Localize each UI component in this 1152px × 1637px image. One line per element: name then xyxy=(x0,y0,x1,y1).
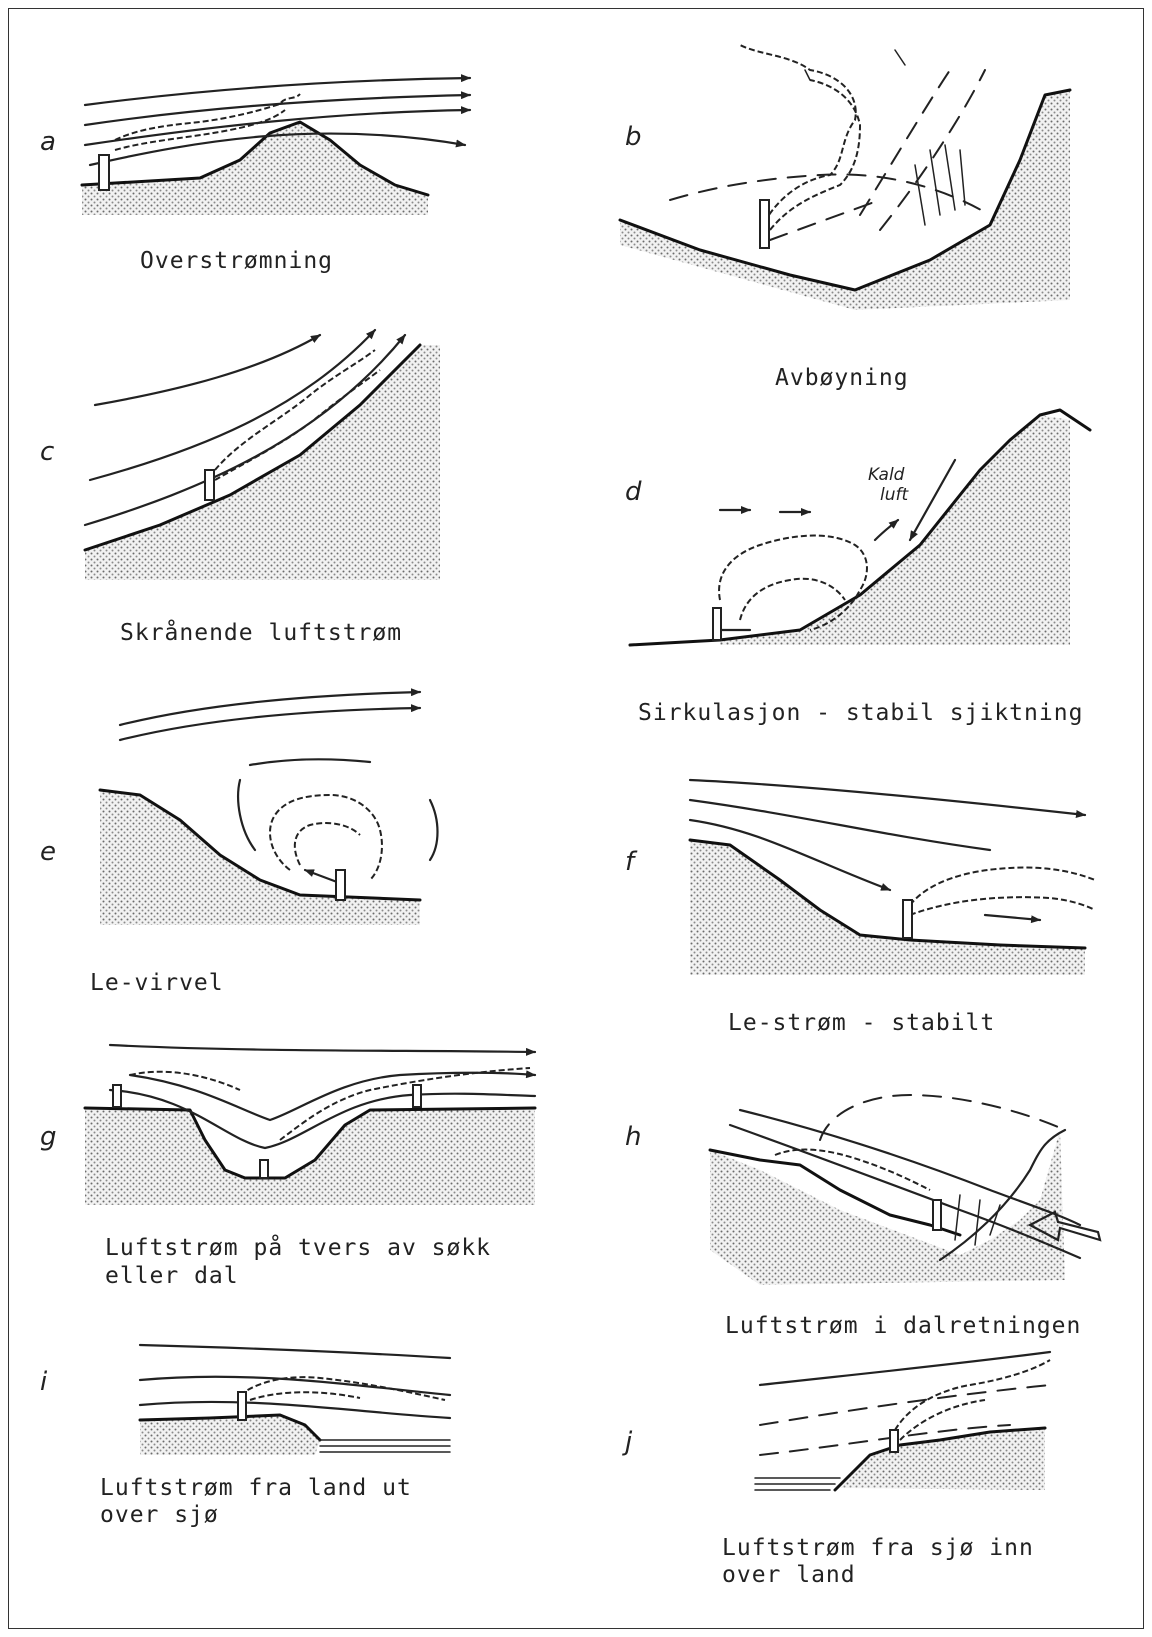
chimney-icon xyxy=(99,155,109,190)
panel-j: j Luftstrøm fra sjø inn over land xyxy=(622,1352,1050,1588)
panel-g-caption-line-2: eller dal xyxy=(105,1263,239,1289)
panel-d-drawing xyxy=(630,410,1090,645)
panel-i: i Luftstrøm fra land ut over sjø xyxy=(40,1345,450,1528)
panel-b: b Avbøyning xyxy=(620,45,1070,391)
panel-a: a Overstrømning xyxy=(40,78,470,274)
chimney-icon xyxy=(760,200,769,248)
chimney-icon xyxy=(413,1085,421,1107)
panel-c-drawing xyxy=(85,330,440,580)
panel-a-letter: a xyxy=(40,127,56,157)
panel-c-caption: Skrånende luftstrøm xyxy=(120,618,402,646)
panel-j-drawing xyxy=(755,1352,1050,1490)
panel-f-letter: f xyxy=(625,847,638,877)
chimney-icon xyxy=(713,608,721,640)
panel-h-drawing xyxy=(710,1095,1100,1285)
panel-b-letter: b xyxy=(625,122,642,152)
panel-b-drawing xyxy=(620,45,1070,310)
panel-i-caption-line-1: Luftstrøm fra land ut xyxy=(100,1475,412,1501)
panel-c: c Skrånende luftstrøm xyxy=(40,330,440,646)
panel-e: e Le-virvel xyxy=(40,692,438,996)
panel-a-caption: Overstrømning xyxy=(140,248,333,274)
panel-h-letter: h xyxy=(625,1122,641,1152)
panel-d-caption: Sirkulasjon - stabil sjiktning xyxy=(638,700,1083,726)
panel-a-drawing xyxy=(82,78,470,215)
cold-air-label: luft xyxy=(880,485,909,505)
panel-g-letter: g xyxy=(40,1122,57,1152)
panel-j-caption-line-1: Luftstrøm fra sjø inn xyxy=(722,1535,1034,1561)
panel-f: f Le-strøm - stabilt xyxy=(625,780,1095,1036)
panel-j-letter: j xyxy=(622,1427,633,1457)
panel-e-drawing xyxy=(100,692,438,925)
panel-g-caption-line-1: Luftstrøm på tvers av søkk xyxy=(105,1233,491,1261)
panel-j-caption-line-2: over land xyxy=(722,1562,856,1588)
chimney-icon xyxy=(336,870,345,900)
chimney-icon xyxy=(903,900,912,938)
panel-f-caption: Le-strøm - stabilt xyxy=(728,1010,995,1036)
panel-e-caption: Le-virvel xyxy=(90,970,224,996)
cold-air-label: Kald xyxy=(868,465,905,485)
panel-f-drawing xyxy=(690,780,1095,975)
panel-b-caption: Avbøyning xyxy=(775,365,909,391)
chimney-icon xyxy=(260,1160,268,1178)
panel-d: d Kald luft Sirkulasjon - stabil sjiktni… xyxy=(625,410,1090,726)
panel-d-letter: d xyxy=(625,477,642,507)
chimney-icon xyxy=(113,1085,121,1107)
panel-i-caption-line-2: over sjø xyxy=(100,1502,219,1528)
chimney-icon xyxy=(933,1200,941,1230)
panel-c-letter: c xyxy=(40,437,54,467)
panel-e-letter: e xyxy=(40,837,56,867)
chimney-icon xyxy=(890,1430,898,1452)
panel-i-letter: i xyxy=(40,1367,48,1397)
panel-h-caption: Luftstrøm i dalretningen xyxy=(725,1313,1081,1339)
panel-h: h Luftstrøm i dalretningen xyxy=(625,1095,1100,1339)
panel-i-drawing xyxy=(140,1345,450,1455)
chimney-icon xyxy=(205,470,214,500)
panel-g-drawing xyxy=(85,1045,535,1205)
panel-g: g Luftstrøm på tvers av søkk eller dal xyxy=(40,1045,535,1289)
chimney-icon xyxy=(238,1392,246,1420)
